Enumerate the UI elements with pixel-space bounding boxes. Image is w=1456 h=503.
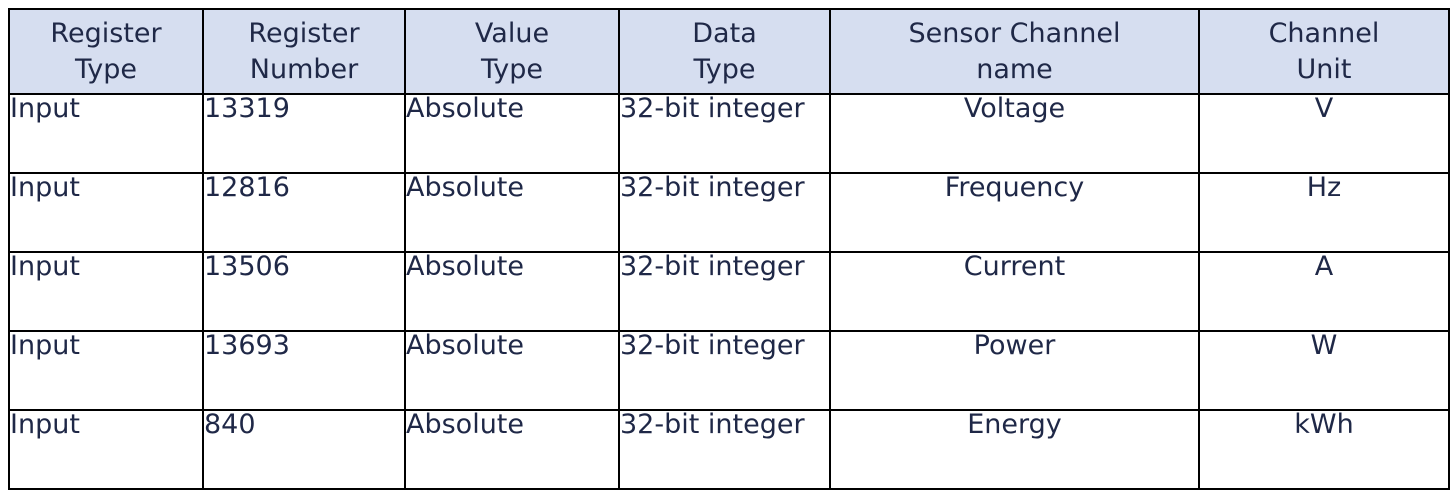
cell-channel-unit: A [1198, 251, 1450, 332]
column-header-line-2: name [976, 53, 1053, 85]
column-header-line-1: Sensor Channel [908, 17, 1121, 49]
cell-data-type: 32-bit integer [618, 330, 831, 411]
column-header-line-1: Register [50, 17, 162, 49]
column-header-line-1: Value [474, 17, 550, 49]
table-body: Input 13319 Absolute 32-bit integer Volt… [8, 93, 1450, 490]
table-header: Register Type Register Number Value Type… [8, 8, 1450, 95]
cell-register-type: Input [8, 172, 204, 253]
column-header-sensor-channel-name: Sensor Channel name [829, 8, 1200, 95]
modbus-register-table: Register Type Register Number Value Type… [8, 8, 1450, 490]
cell-channel-unit: Hz [1198, 172, 1450, 253]
cell-sensor-channel-name: Voltage [829, 93, 1200, 174]
cell-data-type: 32-bit integer [618, 93, 831, 174]
cell-register-number: 13693 [202, 330, 406, 411]
column-header-line-1: Register [248, 17, 360, 49]
cell-sensor-channel-name: Frequency [829, 172, 1200, 253]
cell-register-number: 13506 [202, 251, 406, 332]
column-header-data-type: Data Type [618, 8, 831, 95]
cell-register-type: Input [8, 330, 204, 411]
column-header-value-type: Value Type [404, 8, 620, 95]
cell-sensor-channel-name: Energy [829, 409, 1200, 490]
cell-channel-unit: kWh [1198, 409, 1450, 490]
column-header-register-number: Register Number [202, 8, 406, 95]
cell-register-number: 12816 [202, 172, 406, 253]
table-row: Input 13319 Absolute 32-bit integer Volt… [8, 93, 1450, 174]
column-header-line-2: Type [693, 53, 756, 85]
cell-value-type: Absolute [404, 251, 620, 332]
cell-register-type: Input [8, 93, 204, 174]
cell-channel-unit: W [1198, 330, 1450, 411]
cell-sensor-channel-name: Power [829, 330, 1200, 411]
column-header-line-2: Type [480, 53, 543, 85]
cell-data-type: 32-bit integer [618, 251, 831, 332]
table-row: Input 840 Absolute 32-bit integer Energy… [8, 409, 1450, 490]
column-header-line-1: Data [692, 17, 757, 49]
table-header-row: Register Type Register Number Value Type… [8, 8, 1450, 95]
cell-value-type: Absolute [404, 172, 620, 253]
cell-value-type: Absolute [404, 93, 620, 174]
column-header-line-2: Unit [1296, 53, 1352, 85]
cell-register-type: Input [8, 409, 204, 490]
table-row: Input 12816 Absolute 32-bit integer Freq… [8, 172, 1450, 253]
column-header-register-type: Register Type [8, 8, 204, 95]
column-header-line-2: Number [249, 53, 359, 85]
cell-channel-unit: V [1198, 93, 1450, 174]
column-header-line-1: Channel [1268, 17, 1380, 49]
column-header-channel-unit: Channel Unit [1198, 8, 1450, 95]
table-row: Input 13693 Absolute 32-bit integer Powe… [8, 330, 1450, 411]
cell-data-type: 32-bit integer [618, 172, 831, 253]
table-row: Input 13506 Absolute 32-bit integer Curr… [8, 251, 1450, 332]
cell-value-type: Absolute [404, 330, 620, 411]
cell-register-number: 840 [202, 409, 406, 490]
cell-sensor-channel-name: Current [829, 251, 1200, 332]
cell-register-number: 13319 [202, 93, 406, 174]
column-header-line-2: Type [74, 53, 137, 85]
cell-register-type: Input [8, 251, 204, 332]
cell-data-type: 32-bit integer [618, 409, 831, 490]
cell-value-type: Absolute [404, 409, 620, 490]
